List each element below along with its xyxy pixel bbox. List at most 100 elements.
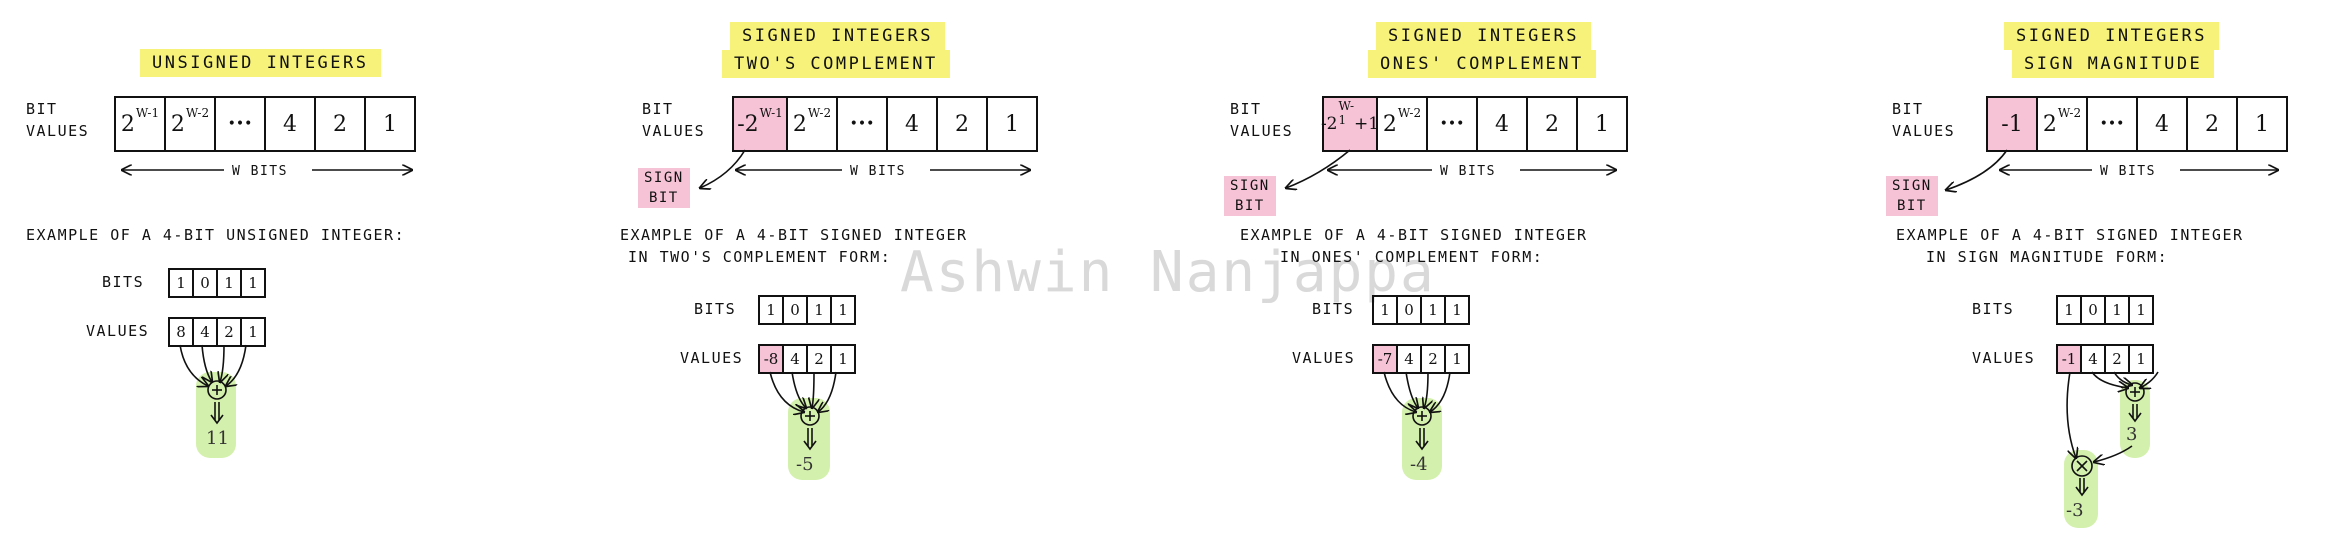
panel-subtitle: ONES' COMPLEMENT [1368,50,1596,78]
bit: 1 [240,270,264,296]
sum-arrow [201,344,212,382]
width-label: W BITS [232,164,288,179]
panel-title: SIGNED INTEGERS [2004,22,2220,50]
sign-bit-pointer [700,149,746,188]
sum-arrow [769,371,804,412]
plus-operator-icon [800,406,820,426]
panel-title: SIGNED INTEGERS [730,22,946,50]
values-label: VALUES [1972,349,2036,367]
multiply-arrow [2094,445,2133,462]
width-label: W BITS [1440,164,1496,179]
bit-cell: 4 [1476,98,1526,150]
bit-cell-ellipsis: ••• [214,98,264,150]
value: 1 [2128,346,2152,372]
bits-label: BITS [102,273,145,291]
bit-cell: 1 [2236,98,2286,150]
value: -8 [760,346,782,372]
multiply-operator-icon [2071,455,2093,477]
bit-cell: 2 [936,98,986,150]
plus-operator-icon [207,380,227,400]
example-values: 8 4 2 1 [168,317,266,347]
bit: 1 [2104,297,2128,323]
width-label: W BITS [850,164,906,179]
bit-cell: 2 [314,98,364,150]
partial-result-value: 3 [2126,424,2138,445]
example-bits: 1 0 1 1 [1372,295,1470,325]
sum-arrow [2140,371,2159,388]
bit-cell-ellipsis: ••• [2086,98,2136,150]
bit-cell: 4 [264,98,314,150]
sum-arrow [1383,371,1416,412]
bit-cell: 4 [886,98,936,150]
sign-bit-pointer [1946,149,2008,190]
sum-arrow [1424,371,1428,408]
bit-cell: 1 [986,98,1036,150]
value: 2 [2104,346,2128,372]
bit: 1 [1420,297,1444,323]
value: -1 [2058,346,2080,372]
example-values: -8 4 2 1 [758,344,856,374]
value: 4 [2080,346,2104,372]
result-value: -5 [796,454,814,475]
sum-arrow [1430,371,1451,412]
sign-bit-pointer [1286,149,1351,188]
value: 4 [1396,346,1420,372]
values-label: VALUES [86,322,150,340]
bit: 1 [1444,297,1468,323]
sum-arrow [179,344,208,386]
bit: 1 [1380,301,1390,319]
panel-subtitle: SIGN MAGNITUDE [2012,50,2215,78]
value: 1 [1444,346,1468,372]
bit: 1 [806,297,830,323]
sum-arrow [818,371,837,412]
sum-arrow [1405,371,1418,408]
bit: 1 [2128,297,2152,323]
example-values: -1 4 2 1 [2056,344,2154,374]
value: 1 [240,319,264,345]
value: -7 [1374,346,1396,372]
result-value: -3 [2066,500,2084,521]
bit: 0 [2080,297,2104,323]
bit-cell: 2 [2186,98,2236,150]
sign-arrow [2066,371,2076,458]
value: 8 [176,323,186,341]
value: 4 [192,319,216,345]
bit: 1 [766,301,776,319]
bit: 1 [830,297,854,323]
sum-arrow [2113,371,2132,385]
bit: 0 [192,270,216,296]
example-values: -7 4 2 1 [1372,344,1470,374]
value: 2 [1420,346,1444,372]
result-value: -4 [1410,454,1428,475]
sum-arrow [226,344,247,386]
example-caption: EXAMPLE OF A 4-BIT UNSIGNED INTEGER: [26,226,406,244]
bit: 1 [2064,301,2074,319]
bit: 0 [1396,297,1420,323]
bit: 1 [216,270,240,296]
bit: 0 [782,297,806,323]
bit-cell: 2 [1526,98,1576,150]
bit: 1 [176,274,186,292]
value: 2 [806,346,830,372]
bit-cell: 1 [364,98,414,150]
plus-operator-icon [2125,382,2145,402]
